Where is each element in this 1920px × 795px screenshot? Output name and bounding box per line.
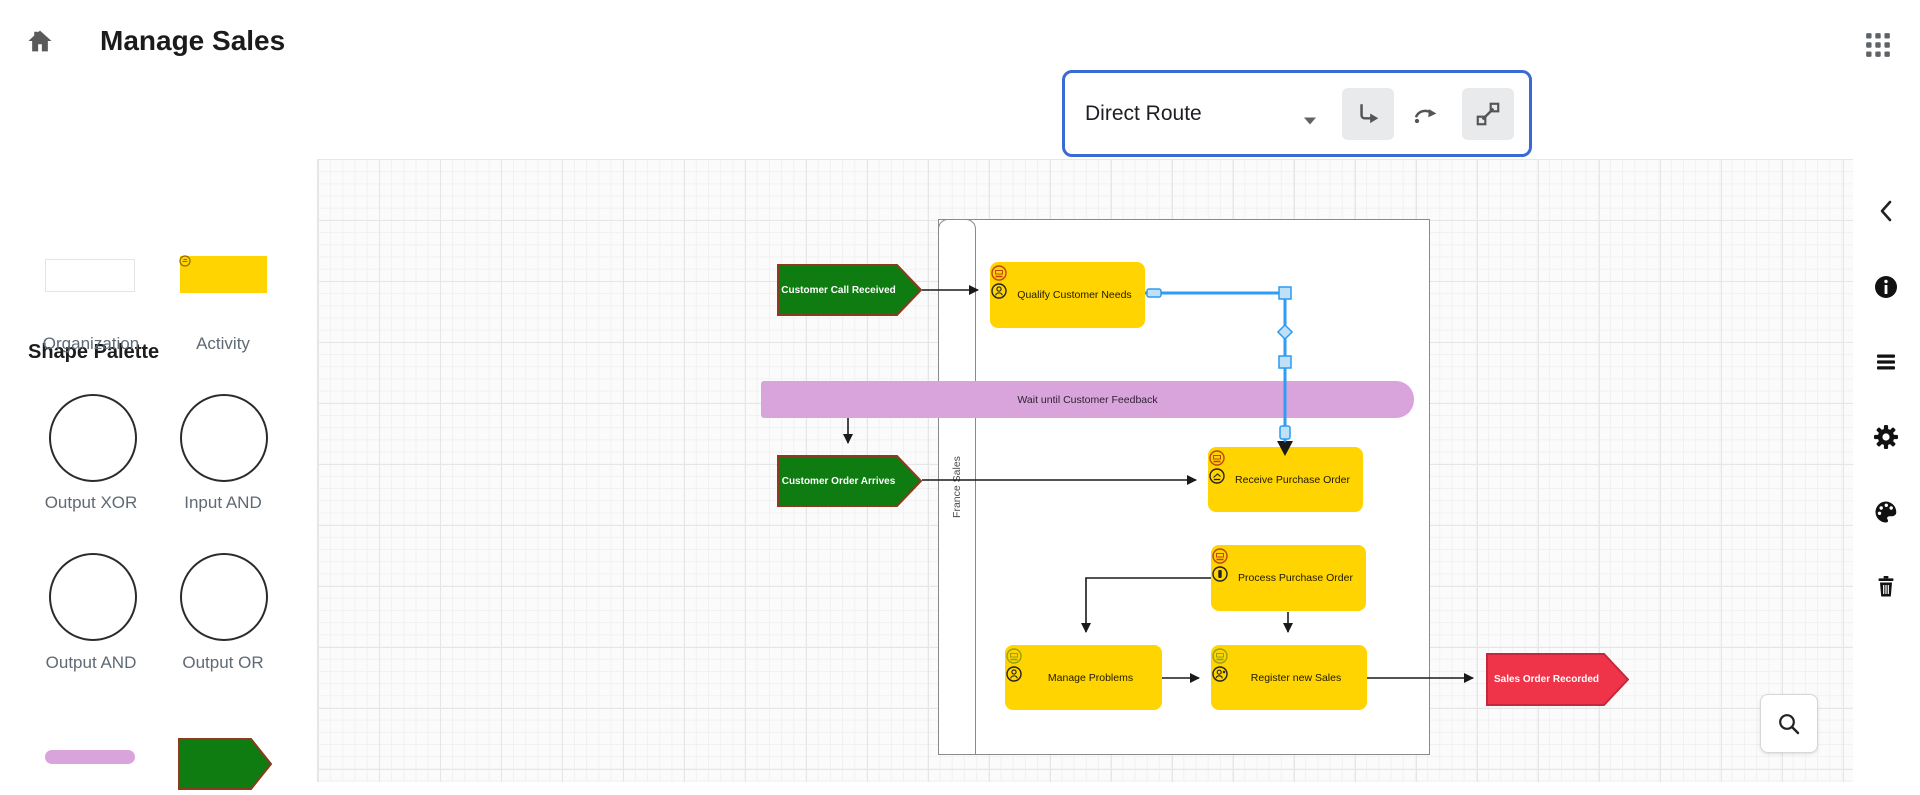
swimlane-header[interactable]: France Sales	[938, 219, 976, 755]
palette-shape-output-and[interactable]	[49, 553, 137, 641]
curved-connector-button[interactable]	[1398, 88, 1450, 140]
epc-system-icon	[1212, 548, 1228, 564]
zoom-tool-button[interactable]	[1760, 694, 1818, 753]
theme-palette-icon	[1875, 501, 1897, 523]
shape-palette-panel: Shape Palette	[0, 159, 318, 782]
list-icon	[1877, 354, 1895, 370]
palette-shape-input-and[interactable]	[180, 394, 268, 482]
epc-role-icon	[1212, 666, 1228, 682]
theme-palette-button[interactable]	[1872, 498, 1900, 526]
orthogonal-connector-icon	[1360, 104, 1379, 124]
home-button[interactable]	[20, 21, 60, 61]
epc-system-icon	[1212, 648, 1228, 664]
palette-title: Shape Palette	[28, 341, 160, 363]
curved-connector-icon	[1414, 109, 1437, 124]
epc-role-icon	[991, 283, 1007, 299]
home-icon	[28, 30, 52, 52]
node-wait-until-customer-feedback[interactable]: Wait until Customer Feedback	[761, 381, 1414, 418]
palette-item-label: Output OR	[182, 653, 264, 672]
palette-shape-activity[interactable]	[179, 255, 267, 293]
delete-button[interactable]	[1872, 573, 1900, 601]
epc-role-icon	[1006, 666, 1022, 682]
epc-system-icon	[1006, 648, 1022, 664]
connector-settings-group	[1062, 70, 1532, 157]
node-label: Sales Order Recorded	[1493, 674, 1600, 685]
epc-system-icon	[1209, 450, 1225, 466]
epc-role-icon	[1209, 468, 1225, 484]
event-arrow-shape	[777, 264, 923, 316]
node-customer-call-received[interactable]: Customer Call Received	[777, 264, 923, 316]
straight-connector-button[interactable]	[1462, 88, 1514, 140]
right-sidebar	[1853, 159, 1920, 782]
node-label: Receive Purchase Order	[1235, 473, 1350, 486]
palette-item-label: Output XOR	[44, 493, 138, 512]
orthogonal-connector-button[interactable]	[1342, 88, 1394, 140]
node-process-purchase-order[interactable]: Process Purchase Order	[1211, 545, 1366, 611]
node-manage-problems[interactable]: Manage Problems	[1005, 645, 1162, 710]
palette-shape-process-path[interactable]	[45, 750, 135, 764]
gear-icon	[1874, 425, 1898, 449]
palette-item-label: Output AND	[45, 653, 137, 672]
settings-button[interactable]	[1872, 423, 1900, 451]
page-title: Manage Sales	[100, 25, 286, 56]
chevron-down-icon	[1303, 112, 1317, 130]
node-receive-purchase-order[interactable]: Receive Purchase Order	[1208, 447, 1363, 512]
event-arrow-shape	[1486, 653, 1630, 706]
route-type-dropdown[interactable]: Direct Route	[1085, 70, 1202, 157]
node-sales-order-recorded[interactable]: Sales Order Recorded	[1486, 653, 1630, 706]
node-label: Customer Order Arrives	[781, 475, 896, 487]
node-qualify-customer-needs[interactable]: Qualify Customer Needs	[990, 262, 1145, 328]
activity-mini-icon	[179, 255, 191, 267]
node-label: Process Purchase Order	[1238, 572, 1353, 584]
straight-connector-icon	[1476, 102, 1500, 126]
main-toolbar	[0, 82, 1920, 224]
palette-item-label: Input AND	[184, 493, 262, 512]
epc-role-icon	[1212, 566, 1228, 582]
palette-shape-event[interactable]	[178, 738, 273, 790]
palette-item-label: Organization	[42, 334, 140, 353]
palette-shape-output-or[interactable]	[180, 553, 268, 641]
info-icon	[1875, 276, 1897, 298]
collapse-panel-button[interactable]	[1872, 197, 1900, 225]
epc-system-icon	[991, 265, 1007, 281]
info-button[interactable]	[1872, 273, 1900, 301]
trash-icon	[1878, 576, 1894, 597]
magnifier-icon	[1779, 713, 1800, 734]
node-customer-order-arrives[interactable]: Customer Order Arrives	[777, 455, 923, 507]
palette-item-label: Activity	[196, 334, 250, 353]
apps-grid-button[interactable]	[1858, 25, 1898, 65]
node-label: Register new Sales	[1250, 671, 1342, 684]
palette-shape-output-xor[interactable]	[49, 394, 137, 482]
event-arrow-shape	[777, 455, 923, 507]
node-label: Wait until Customer Feedback	[1017, 393, 1158, 406]
properties-list-button[interactable]	[1872, 348, 1900, 376]
palette-shape-organization[interactable]	[45, 259, 135, 292]
apps-grid-icon	[1866, 33, 1890, 57]
app-header: Manage Sales	[0, 0, 1920, 83]
chevron-left-icon	[1880, 200, 1892, 222]
node-register-new-sales[interactable]: Register new Sales	[1211, 645, 1367, 710]
swimlane-label: France Sales	[951, 456, 963, 518]
node-label: Qualify Customer Needs	[1017, 289, 1132, 301]
route-type-value: Direct Route	[1085, 101, 1202, 125]
node-label: Manage Problems	[1047, 671, 1134, 684]
node-label: Customer Call Received	[781, 284, 896, 296]
